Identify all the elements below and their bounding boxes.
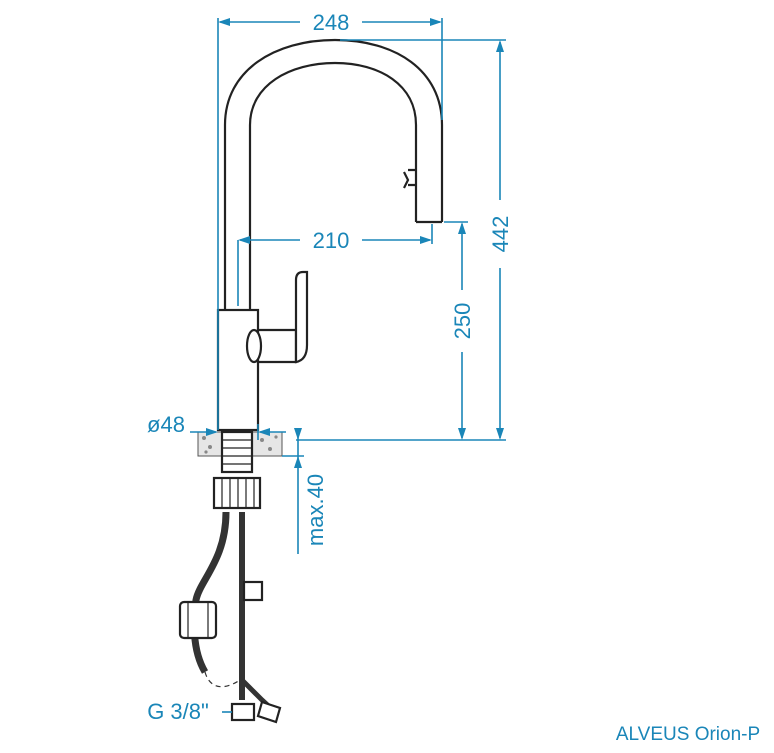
dim-spout-height: 250 bbox=[450, 303, 475, 340]
faucet-outline bbox=[178, 38, 444, 724]
spray-head bbox=[403, 168, 442, 224]
hose-weight bbox=[178, 600, 218, 640]
dim-base-diameter: ø48 bbox=[147, 412, 185, 437]
hose-loop bbox=[204, 671, 241, 688]
connection-nut-2 bbox=[256, 700, 282, 724]
hose-clip bbox=[242, 580, 264, 602]
faucet-body bbox=[216, 308, 260, 432]
mounting-nut bbox=[212, 476, 262, 510]
product-name: ALVEUS Orion-P bbox=[616, 724, 760, 745]
hose-pull-out bbox=[190, 511, 230, 674]
dim-width-total: 248 bbox=[313, 10, 350, 35]
dim-max-thickness: max.40 bbox=[303, 474, 328, 546]
connection-nut bbox=[230, 702, 256, 722]
nut-grip bbox=[221, 478, 255, 508]
dim-total-height: 442 bbox=[488, 216, 513, 253]
shank-thread bbox=[222, 439, 252, 465]
spout-inner bbox=[248, 61, 418, 310]
dim-connection: G 3/8" bbox=[147, 699, 209, 724]
spout-outer bbox=[223, 38, 444, 310]
lever-handle bbox=[256, 328, 298, 364]
mounting-shank bbox=[220, 430, 254, 474]
dimension-lines bbox=[190, 18, 506, 713]
lever-arm bbox=[294, 270, 309, 364]
handle-cap bbox=[245, 328, 263, 364]
countertop-texture bbox=[202, 435, 278, 454]
hose-weight-detail bbox=[187, 602, 209, 638]
dim-spout-reach: 210 bbox=[313, 228, 350, 253]
